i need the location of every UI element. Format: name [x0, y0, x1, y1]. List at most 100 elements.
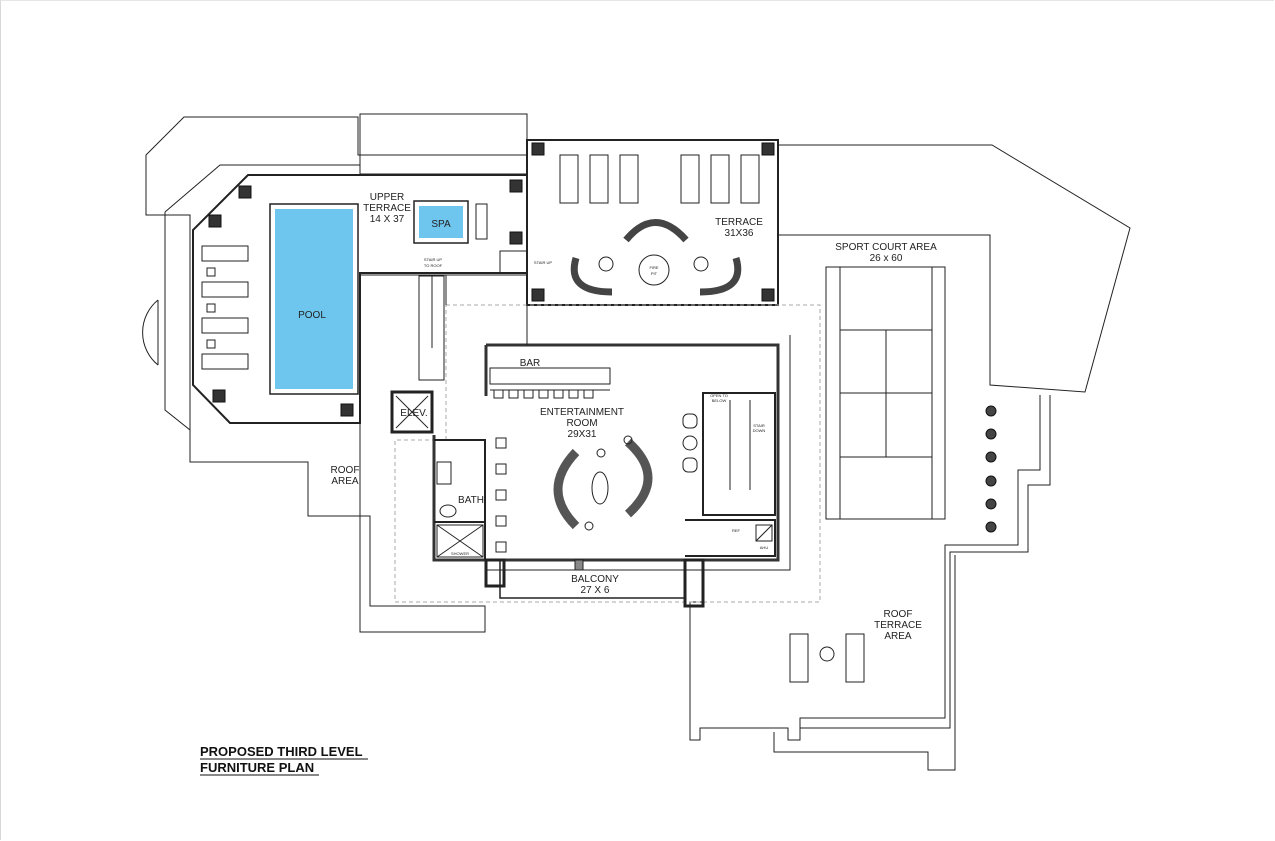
label-entertainment-2: ROOM: [566, 418, 597, 429]
bath-walls: [434, 439, 486, 560]
plan-title-line1: PROPOSED THIRD LEVEL: [200, 744, 363, 759]
label-shower: SHOWER: [451, 551, 469, 556]
label-bar: BAR: [520, 358, 541, 369]
side-table: [206, 267, 216, 277]
tree: [985, 405, 997, 417]
upper-terrace-outline: [192, 174, 528, 424]
spa-bench: [475, 203, 488, 240]
tree: [985, 521, 997, 533]
tree: [985, 428, 997, 440]
mech-room: [685, 519, 776, 557]
plan-title-line2: FURNITURE PLAN: [200, 760, 314, 775]
label-fire-pit: FIRE: [649, 265, 658, 270]
vanity: [436, 461, 452, 485]
left-roof-outline: [145, 116, 528, 633]
curved-sofa: [699, 257, 742, 296]
label-stair-down-2: DOWN: [753, 428, 766, 433]
terrace-chair: [589, 154, 609, 204]
bar-stool: [538, 389, 549, 399]
fire-pit: [638, 254, 670, 286]
label-stair-up-roof: STAIR UP: [424, 257, 442, 262]
side-table: [206, 339, 216, 349]
label-ref: REF: [732, 528, 741, 533]
spa-water: [419, 206, 463, 238]
label-balcony: BALCONY: [571, 574, 619, 585]
bar-stool: [523, 389, 534, 399]
stair-up: [499, 250, 528, 274]
label-terrace-dim: 31X36: [725, 228, 754, 239]
label-roof-terrace-2: TERRACE: [874, 620, 922, 631]
right-outline: [689, 144, 1131, 771]
bar-counter: [489, 367, 611, 385]
curved-sofa: [553, 448, 580, 530]
label-roof-area-2: AREA: [331, 476, 359, 487]
label-entertainment: ENTERTAINMENT: [540, 407, 624, 418]
label-entertainment-dim: 29X31: [568, 429, 597, 440]
planter: [509, 179, 523, 193]
label-bath: BATH: [458, 495, 484, 506]
bar-stool: [568, 389, 579, 399]
curved-sofa: [623, 219, 689, 243]
bar-stool: [553, 389, 564, 399]
roof-terrace-chair: [789, 633, 809, 683]
coffee-table: [591, 471, 609, 505]
tree: [985, 451, 997, 463]
planter: [340, 403, 354, 417]
planter: [761, 142, 775, 156]
pool-border: [269, 203, 359, 395]
label-fire-pit-2: PIT: [651, 271, 658, 276]
toilet: [439, 504, 457, 518]
terrace-chair: [619, 154, 639, 204]
lounge-chair: [201, 317, 249, 334]
label-elev: ELEV.: [400, 408, 427, 419]
label-sport-court: SPORT COURT AREA: [835, 242, 937, 253]
label-open-to-below-2: BELOW: [712, 398, 727, 403]
label-roof-terrace: ROOF: [884, 609, 913, 620]
planter: [761, 288, 775, 302]
planter: [509, 231, 523, 245]
lounge-chair: [201, 245, 249, 262]
label-stair-up: STAIR UP: [534, 260, 552, 265]
ahu-unit: [755, 524, 773, 542]
lounge-chair: [201, 281, 249, 298]
bar-stool: [493, 389, 504, 399]
top-block: [359, 113, 528, 175]
entertainment-room-walls: [432, 343, 780, 562]
planter: [531, 288, 545, 302]
interior-stair: [702, 392, 776, 516]
label-upper-terrace-2: TERRACE: [363, 203, 411, 214]
curved-sofa: [624, 438, 653, 518]
pool-water: [275, 209, 353, 389]
tree: [985, 498, 997, 510]
label-upper-terrace: UPPER: [370, 192, 404, 203]
label-open-to-below: OPEN TO: [710, 393, 728, 398]
terrace-chair: [740, 154, 760, 204]
terrace-chair: [680, 154, 700, 204]
label-spa: SPA: [431, 219, 451, 230]
label-stair-down: STAIR: [753, 423, 765, 428]
tree: [985, 475, 997, 487]
label-balcony-dim: 27 X 6: [581, 585, 610, 596]
spa-border: [413, 200, 469, 244]
planter: [531, 142, 545, 156]
inner-roof-line: [164, 164, 360, 462]
label-pool: POOL: [298, 310, 326, 321]
terrace-chair: [710, 154, 730, 204]
side-table: [598, 256, 614, 272]
left-bump: [142, 299, 159, 366]
side-table: [206, 303, 216, 313]
roof-terrace-chair: [845, 633, 865, 683]
planter: [238, 185, 252, 199]
planter: [208, 214, 222, 228]
roof-terrace-table: [819, 646, 835, 662]
curved-sofa: [570, 257, 613, 296]
label-sport-court-dim: 26 x 60: [870, 253, 903, 264]
lounge-chair: [201, 353, 249, 370]
label-roof-terrace-3: AREA: [884, 631, 912, 642]
planter: [212, 389, 226, 403]
label-stair-up-roof-2: TO ROOF: [424, 263, 443, 268]
side-table: [693, 256, 709, 272]
label-terrace: TERRACE: [715, 217, 763, 228]
label-roof-area: ROOF: [331, 465, 360, 476]
